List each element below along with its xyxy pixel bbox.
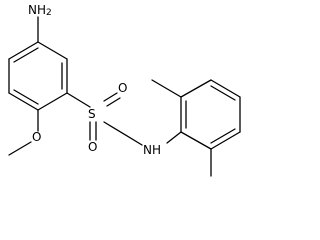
chemical-structure: NH2 S O O NH O [8, 3, 241, 177]
bond-s-o-top-2 [106, 97, 121, 107]
amine-label: NH2 [28, 3, 52, 18]
bond-n-c [166, 131, 182, 144]
bond-ring-f [8, 41, 39, 60]
bond-ring-f-inner [13, 47, 39, 63]
bond-ring2-e [210, 131, 241, 150]
bond-ring-d [8, 92, 39, 111]
methoxy-oxygen-label: O [32, 130, 41, 144]
bond-ring2-c [210, 79, 241, 98]
atom-labels: NH2 S O O NH O [28, 3, 161, 157]
bond-ring-d-inner [13, 89, 39, 105]
bond-c-s [66, 92, 91, 108]
bond-ring2-f [180, 131, 212, 150]
bond-ring2-e-inner [210, 128, 236, 144]
oxygen-bottom-label: O [88, 140, 97, 154]
bonds [8, 16, 241, 177]
bond-ring-a [37, 41, 68, 60]
bond-s-o-top-1 [103, 92, 118, 102]
bond-o-methyl [8, 141, 32, 156]
bond-ring-c [37, 92, 68, 111]
bond-methyl-top [151, 79, 182, 98]
bond-ring2-c-inner [210, 85, 236, 101]
sulfur-label: S [88, 107, 96, 121]
bond-ring2-b [180, 79, 212, 98]
sulfonamide-nh-label: NH [143, 143, 161, 157]
oxygen-top-label: O [118, 81, 127, 95]
bond-s-n [103, 121, 143, 146]
